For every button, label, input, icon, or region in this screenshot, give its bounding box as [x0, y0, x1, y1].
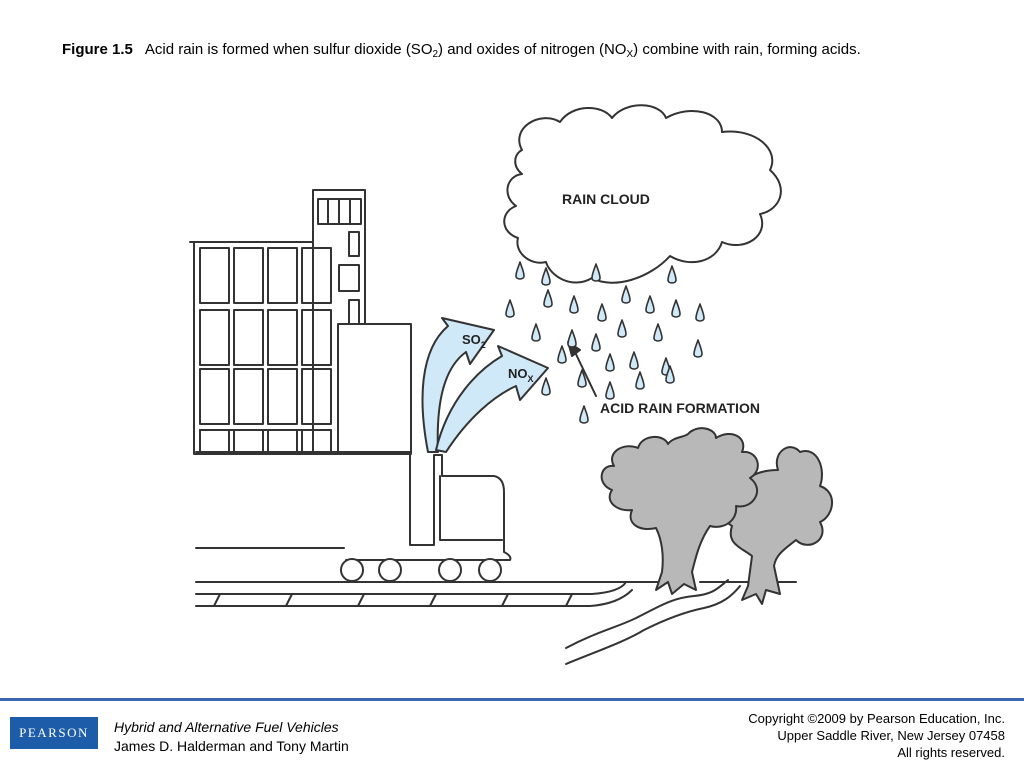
railroad-track — [195, 581, 797, 607]
acid-rain-formation-label: ACID RAIN FORMATION — [600, 400, 760, 416]
raindrop — [597, 303, 607, 322]
raindrop — [591, 333, 601, 352]
nox-label: NOX — [508, 366, 534, 384]
nox-label-sub: X — [528, 374, 534, 384]
building — [189, 189, 412, 455]
caption-text-c: ) combine with rain, forming acids. — [633, 41, 861, 58]
book-title: Hybrid and Alternative Fuel Vehicles — [114, 719, 339, 735]
raindrop — [505, 299, 515, 318]
raindrop — [653, 323, 663, 342]
nox-label-main: NO — [508, 366, 528, 381]
rain-cloud-shape — [503, 104, 782, 284]
raindrop — [629, 351, 639, 370]
so2-label: SO2 — [462, 332, 486, 350]
caption-sub-2: 2 — [432, 49, 439, 60]
raindrop — [577, 369, 587, 388]
footer-rule — [0, 698, 1024, 701]
train — [195, 451, 512, 582]
trees — [600, 427, 833, 605]
so2-label-sub: 2 — [481, 340, 486, 350]
raindrop — [591, 263, 601, 282]
raindrop — [605, 353, 615, 372]
raindrop — [667, 265, 677, 284]
raindrop — [695, 303, 705, 322]
raindrop — [541, 377, 551, 396]
caption-sub-x: X — [626, 49, 634, 60]
stream — [565, 579, 741, 665]
raindrop — [541, 267, 551, 286]
raindrop — [645, 295, 655, 314]
raindrop — [543, 289, 553, 308]
tree-left — [600, 427, 759, 595]
raindrop — [665, 365, 675, 384]
figure-caption: Figure 1.5 Acid rain is formed when sulfu… — [62, 40, 942, 60]
raindrop — [515, 261, 525, 280]
copyright-block: Copyright ©2009 by Pearson Education, In… — [748, 710, 1005, 761]
raindrop — [557, 345, 567, 364]
raindrop — [635, 371, 645, 390]
raindrop — [693, 339, 703, 358]
rain-cloud-label: RAIN CLOUD — [562, 191, 650, 207]
raindrop — [569, 295, 579, 314]
copyright-line-1: Copyright ©2009 by Pearson Education, In… — [748, 711, 1005, 726]
raindrops — [505, 261, 705, 424]
raindrop — [617, 319, 627, 338]
raindrop — [605, 381, 615, 400]
caption-text-b: ) and oxides of nitrogen (NO — [438, 41, 627, 58]
book-authors: James D. Halderman and Tony Martin — [114, 738, 349, 754]
acid-rain-diagram: RAIN CLOUD SO2 NOX ACID RAIN FORMATION — [189, 104, 833, 665]
acid-rain-pointer — [573, 349, 597, 397]
raindrop — [671, 299, 681, 318]
copyright-line-3: All rights reserved. — [897, 745, 1005, 760]
raindrop — [531, 323, 541, 342]
nox-arrow — [435, 345, 549, 453]
raindrop — [567, 329, 577, 348]
so2-arrow — [421, 317, 495, 453]
book-info: Hybrid and Alternative Fuel Vehicles Jam… — [114, 718, 349, 756]
so2-label-main: SO — [462, 332, 481, 347]
pearson-logo: PEARSON — [10, 717, 98, 749]
figure-label: Figure 1.5 — [62, 41, 133, 58]
raindrop — [621, 285, 631, 304]
caption-text-a: Acid rain is formed when sulfur dioxide … — [144, 41, 433, 58]
copyright-line-2: Upper Saddle River, New Jersey 07458 — [777, 728, 1005, 743]
raindrop — [579, 405, 589, 424]
